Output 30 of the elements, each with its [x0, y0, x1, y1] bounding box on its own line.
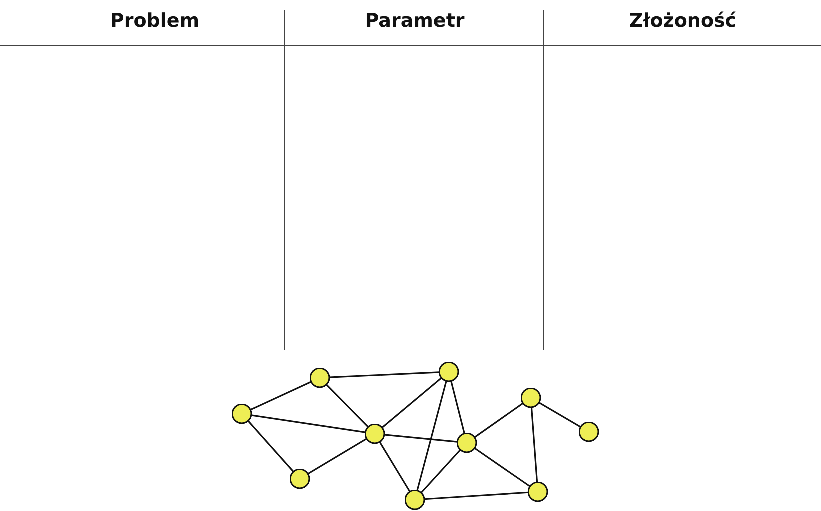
graph-edge: [450, 381, 466, 434]
graph-edge: [250, 381, 312, 411]
column-header: Problem: [110, 10, 200, 32]
graph-edge: [416, 380, 448, 492]
graph-vertex: [405, 490, 425, 510]
graph-edge: [530, 407, 538, 483]
graph-edge: [326, 384, 369, 428]
graph-edge: [308, 438, 368, 475]
column-header: Parametr: [365, 10, 465, 32]
graph-vertex: [310, 368, 330, 388]
graph-edge: [424, 492, 529, 500]
graph-edge: [420, 449, 462, 494]
graph-edge: [384, 434, 458, 443]
graph-vertex: [232, 404, 252, 424]
graph-vertex: [579, 422, 599, 442]
graph-edge: [382, 377, 442, 429]
graph-edge: [538, 402, 582, 428]
graph-edge: [248, 420, 294, 472]
graph-vertex: [457, 433, 477, 453]
graph-edge: [474, 402, 524, 438]
graph-vertex: [528, 482, 548, 502]
graph-vertex: [365, 424, 385, 444]
graph-vertex: [290, 469, 310, 489]
graph-edge: [474, 448, 531, 488]
column-header: Złożoność: [629, 10, 737, 32]
graph-edge: [379, 442, 411, 492]
graph-vertex: [439, 362, 459, 382]
graph-edge: [329, 372, 440, 378]
graph-vertex: [521, 388, 541, 408]
graph-edge: [251, 414, 366, 434]
